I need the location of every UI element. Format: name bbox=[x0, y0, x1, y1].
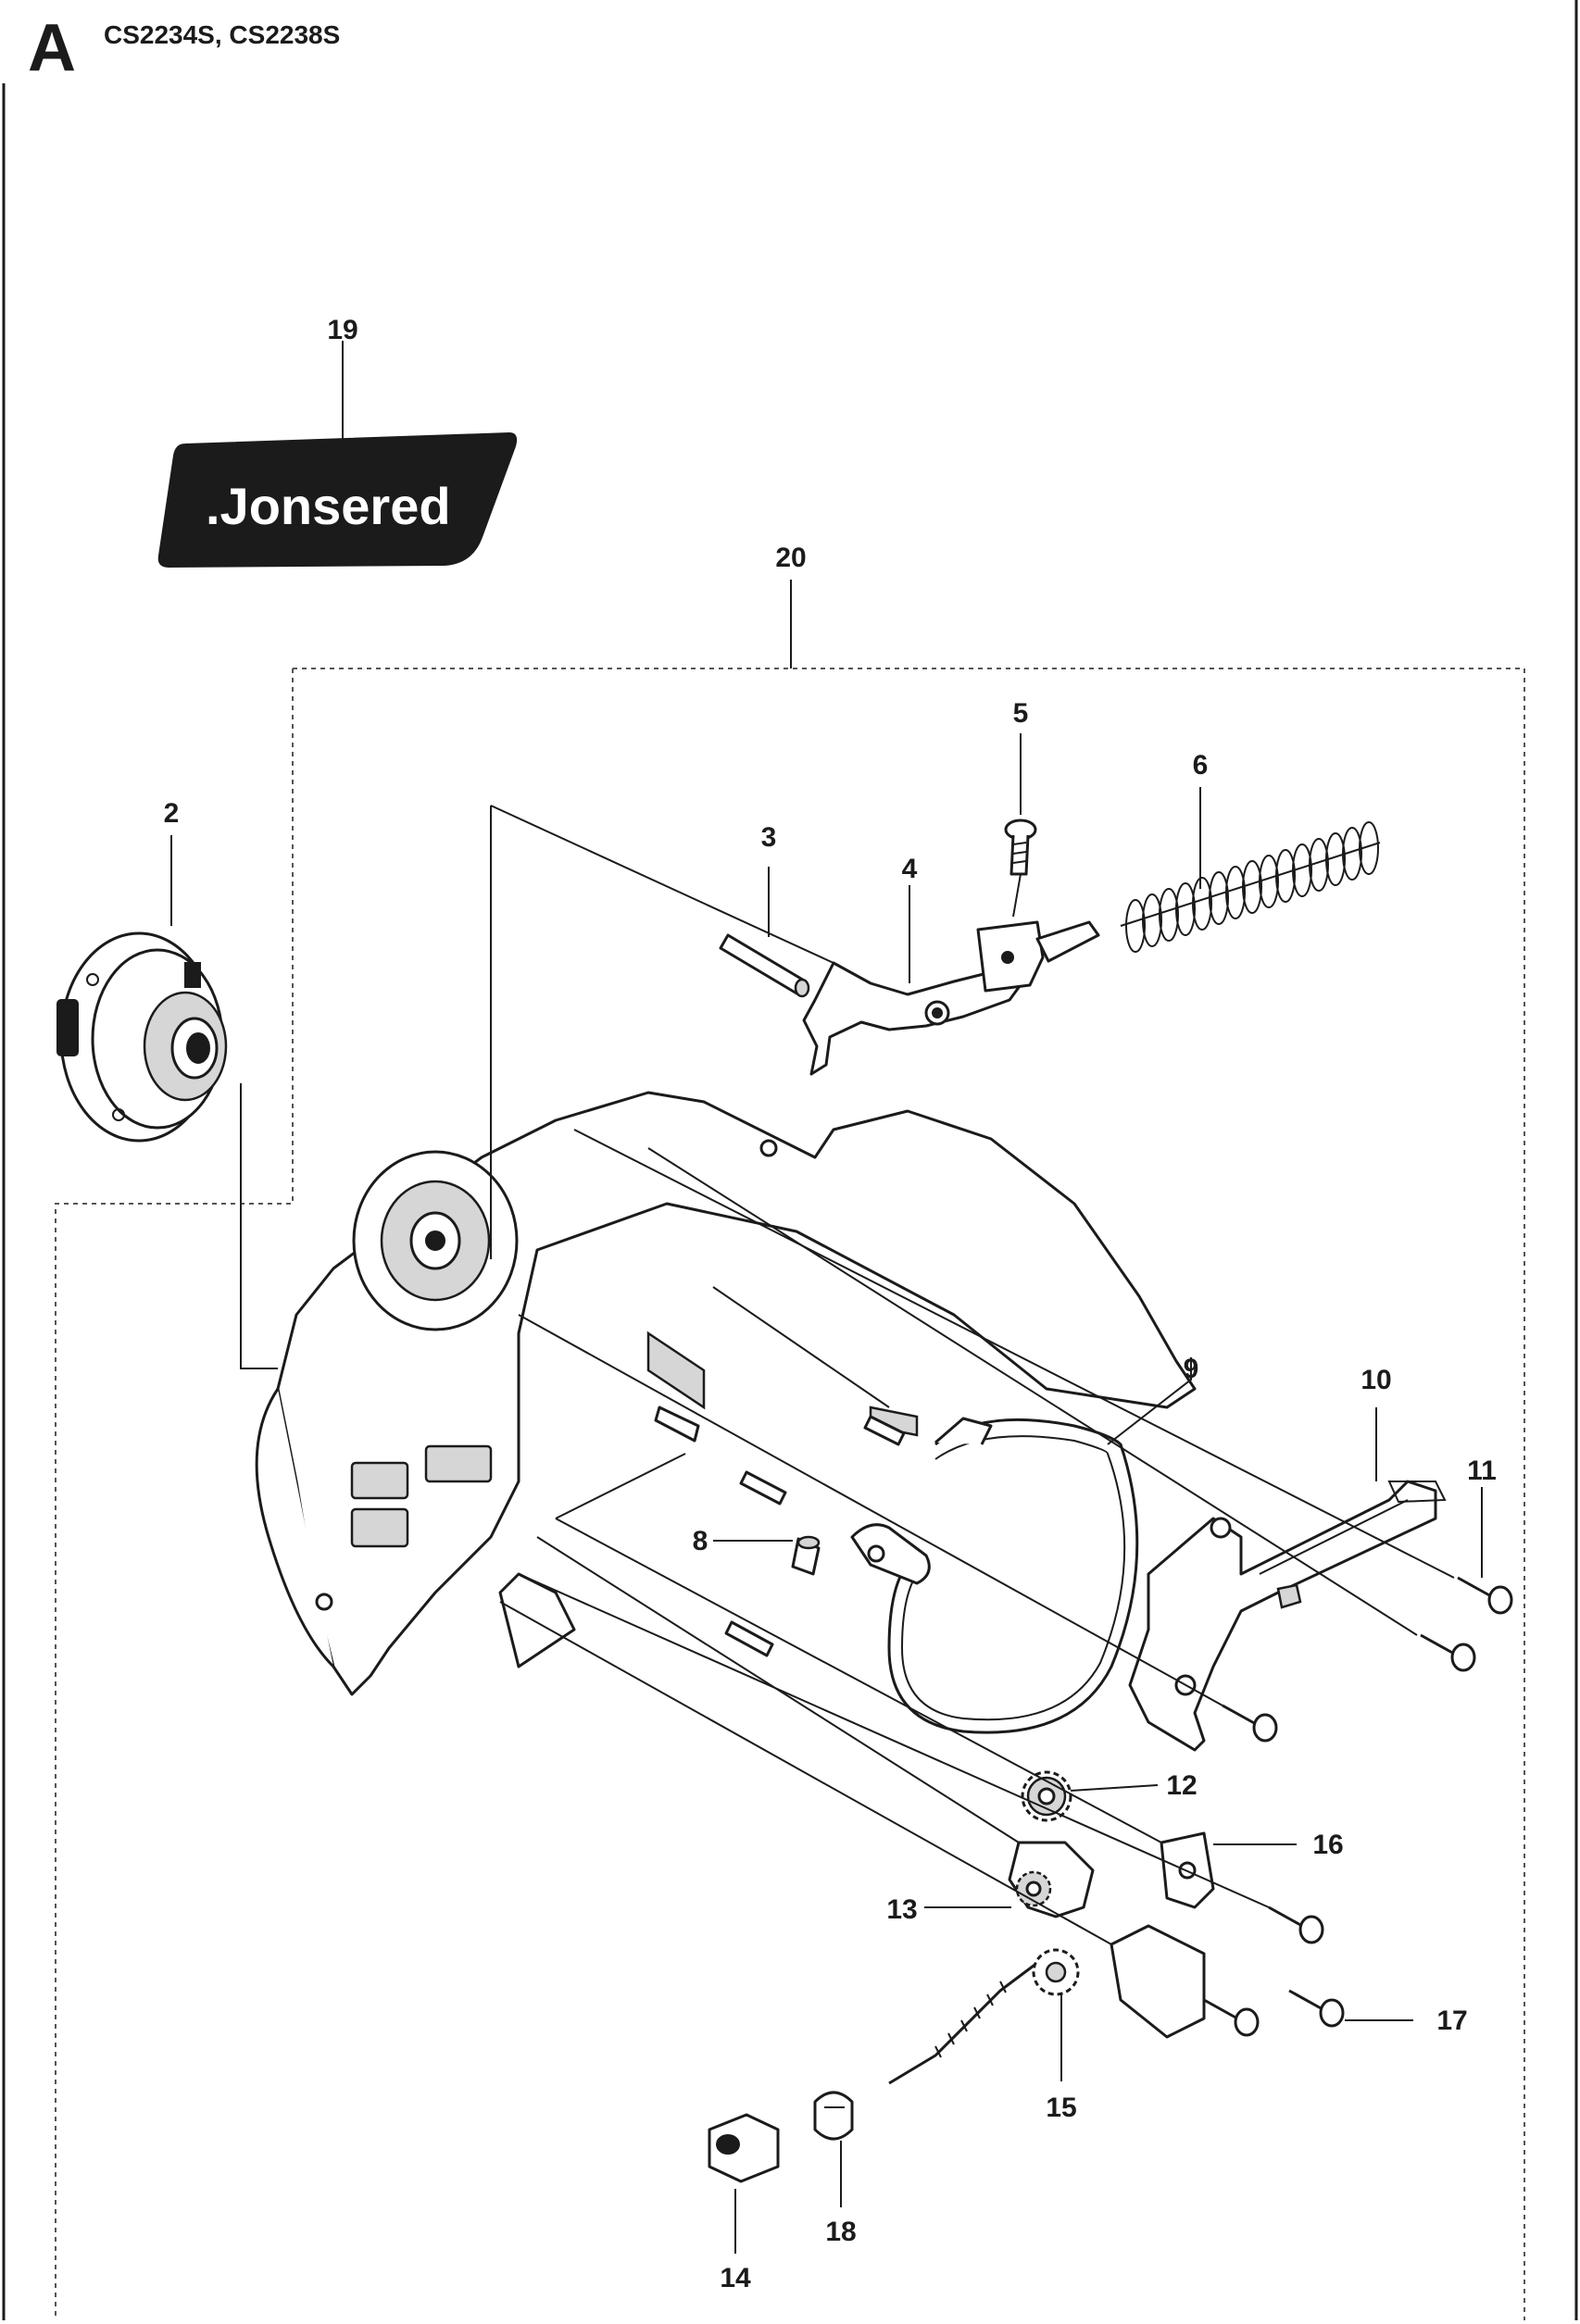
leader-2-housing bbox=[240, 1083, 278, 1369]
part-2-drum bbox=[56, 931, 228, 1143]
callout-12: 12 bbox=[1166, 1770, 1197, 1801]
screw-11c bbox=[1222, 1704, 1278, 1743]
callout-10: 10 bbox=[1361, 1365, 1391, 1395]
part-10-plate bbox=[1128, 1480, 1447, 1752]
part-12-gear bbox=[1021, 1770, 1072, 1822]
part-14-nut bbox=[708, 2113, 780, 2183]
callout-labels: 19 20 2 3 4 5 6 8 9 10 11 12 13 14 15 16… bbox=[164, 315, 1497, 2293]
part-8-pin bbox=[791, 1535, 821, 1576]
callout-14: 14 bbox=[720, 2263, 751, 2293]
decal-brand-text: .Jonsered bbox=[206, 477, 451, 535]
screw-17b bbox=[1203, 1998, 1260, 2037]
callout-9: 9 bbox=[1184, 1354, 1199, 1384]
leader-9 bbox=[1107, 1357, 1192, 1445]
callout-19: 19 bbox=[327, 315, 357, 345]
part-13-gear bbox=[1008, 1841, 1095, 1918]
screw-11b bbox=[1420, 1633, 1476, 1672]
model-numbers: CS2234S, CS2238S bbox=[104, 20, 341, 49]
callout-17: 17 bbox=[1436, 2005, 1467, 2036]
decal-shape bbox=[157, 431, 518, 569]
callout-3: 3 bbox=[761, 822, 777, 853]
part-3-pin bbox=[719, 933, 810, 998]
callout-20: 20 bbox=[775, 543, 806, 573]
callout-15: 15 bbox=[1046, 2093, 1076, 2123]
assembly-boundary bbox=[55, 668, 1525, 2320]
callout-5: 5 bbox=[1013, 698, 1029, 729]
screw-group bbox=[1203, 1576, 1513, 2037]
callout-2: 2 bbox=[164, 798, 180, 829]
part-15-adjuster bbox=[888, 1924, 1206, 2085]
section-letter: A bbox=[28, 11, 76, 85]
callout-8: 8 bbox=[693, 1526, 708, 1556]
callout-13: 13 bbox=[886, 1894, 917, 1925]
part-18-clip bbox=[813, 2091, 854, 2141]
callout-6: 6 bbox=[1193, 750, 1209, 781]
screw-17a bbox=[1288, 1989, 1345, 2028]
callout-16: 16 bbox=[1312, 1830, 1343, 1860]
callout-4: 4 bbox=[902, 854, 918, 884]
part-4-lever bbox=[802, 920, 1100, 1076]
leader-5 bbox=[1012, 733, 1022, 918]
housing-pins bbox=[654, 1406, 906, 1657]
callout-18: 18 bbox=[825, 2217, 856, 2247]
screw-16 bbox=[1268, 1905, 1324, 1944]
clutch-cover-housing bbox=[255, 1091, 1197, 1696]
part-5-screw bbox=[1004, 818, 1037, 876]
decal-part: .Jonsered bbox=[157, 431, 518, 569]
leader-12 bbox=[1070, 1784, 1159, 1792]
screw-11a bbox=[1457, 1576, 1513, 1615]
leader-lines bbox=[170, 341, 1483, 2254]
callout-11: 11 bbox=[1467, 1456, 1497, 1486]
part-16-bracket bbox=[1160, 1831, 1215, 1909]
leader-3-housing bbox=[490, 805, 834, 1259]
part-6-spring bbox=[1120, 821, 1381, 953]
part-9-brake-band bbox=[850, 1417, 1139, 1734]
